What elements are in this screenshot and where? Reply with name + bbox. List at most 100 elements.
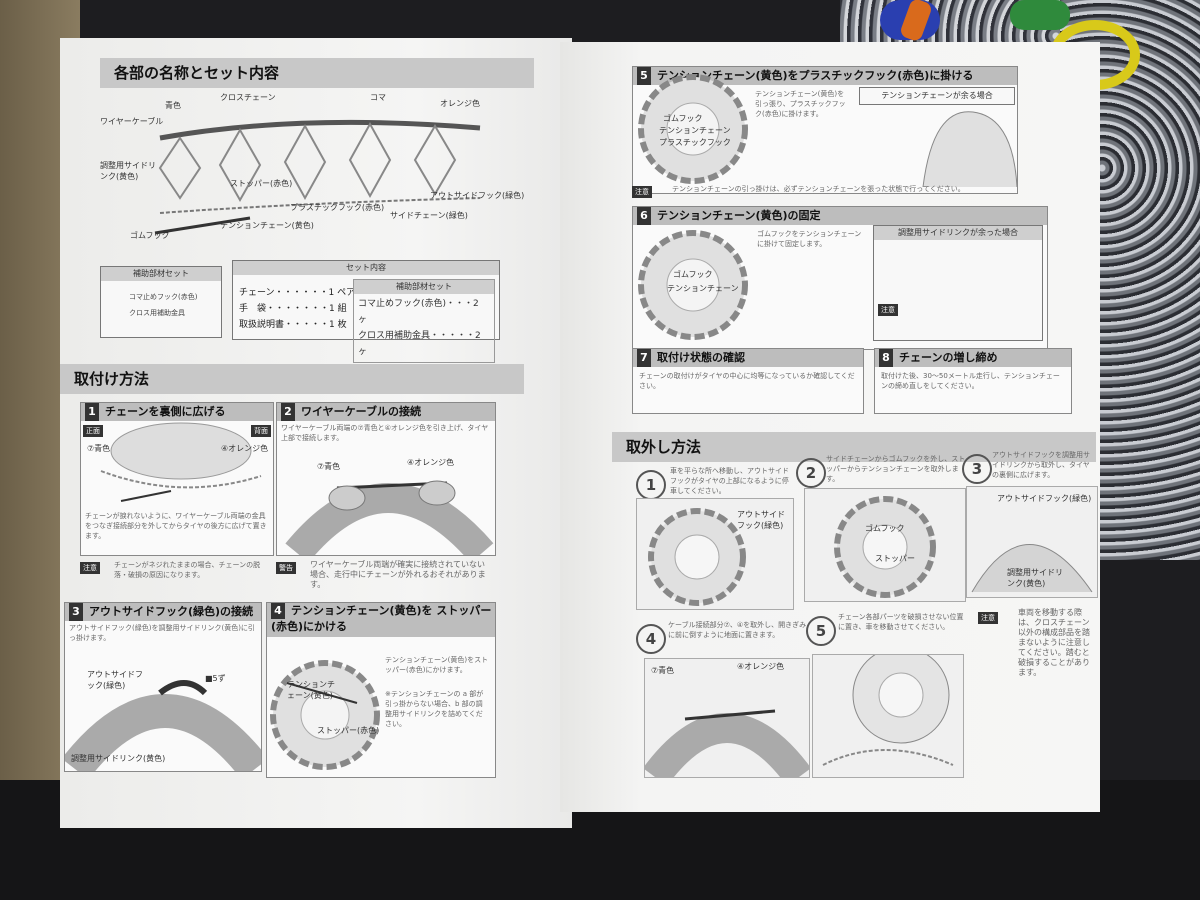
aux-set-box: 補助部材セット コマ止めフック(赤色) クロス用補助金具 [100, 266, 222, 338]
step-2-orange: ④オレンジ色 [407, 458, 455, 467]
step-1-text: チェーンが捩れないように、ワイヤーケーブル両端の金具をつなぎ接続部分を外してから… [85, 512, 267, 540]
label-adjust: 調整用サイドリンク(黄色) [100, 161, 156, 181]
step-5-text: テンションチェーン(黄色)を引っ張り、プラスチックフック(赤色)に掛けます。 [755, 90, 846, 118]
sub-set-row: クロス用補助金具・・・・・2 ヶ [358, 331, 481, 357]
warning-icon: 注意 [632, 186, 652, 198]
remove-step-5-number: 5 [806, 616, 836, 646]
sub-set-row: コマ止めフック(赤色)・・・2 ヶ [358, 299, 479, 325]
remove-step-2-number: 2 [796, 458, 826, 488]
label-rubber-hook: ゴムフック [130, 231, 170, 240]
step-5-tc: テンションチェーン [659, 126, 731, 135]
step-2-title: ワイヤーケーブルの接続 [301, 405, 422, 418]
label-wire: ワイヤーケーブル [100, 117, 164, 126]
remove-step-4-orange: ④オレンジ色 [737, 662, 785, 671]
remove-step-4-text: ケーブル接続部分⑦、④を取外し、開きぎみに前に倒すように地面に置きます。 [668, 621, 807, 639]
label-side-chain: サイドチェーン(緑色) [390, 211, 468, 220]
set-row: 手 袋・・・・・・・1 組 [239, 304, 347, 314]
remove-step-2-stopper: ストッパー [875, 554, 915, 563]
remove-step-3-hook: アウトサイドフック(緑色) [997, 494, 1092, 503]
step-3-adjust: 調整用サイドリンク(黄色) [71, 754, 166, 763]
warning-2: 警告 ワイヤーケーブル両端が確実に接続されていない場合、走行中にチェーンが外れる… [276, 560, 494, 594]
remove-step-2-illustration: ゴムフック ストッパー [804, 488, 966, 602]
step-4-text: テンションチェーン(黄色)をストッパー(赤色)にかけます。 [385, 656, 489, 674]
label-koma: コマ [370, 93, 386, 102]
label-stopper: ストッパー(赤色) [230, 179, 293, 188]
step-1-title: チェーンを裏側に広げる [105, 405, 226, 418]
warning-icon: 注意 [80, 562, 100, 574]
install-section-title: 取付け方法 [60, 364, 524, 394]
remove-step-1-text: 車を平らな所へ移動し、アウトサイドフックがタイヤの上部になるように停車してくださ… [670, 467, 789, 495]
remove-step-4-blue: ⑦青色 [651, 666, 675, 675]
step-4-tc: テンションチェーン(黄色) [287, 680, 335, 700]
set-row: 取扱説明書・・・・・1 枚 [239, 320, 347, 330]
step-1-orange: ④オレンジ色 [221, 444, 269, 453]
manual-right-page: 5 テンションチェーン(黄色)をプラスチックフック(赤色)に掛ける ゴムフック テ… [560, 42, 1100, 812]
warning-3-text: テンションチェーンの引っ掛けは、必ずテンションチェーンを張った状態で行ってくださ… [672, 185, 965, 193]
step-4-note: ※テンションチェーンの a 部が引っ掛からない場合、b 部の調整用サイドリンクを… [385, 690, 484, 728]
parts-section-title: 各部の名称とセット内容 [100, 58, 534, 88]
step-5-plastic: プラスチックフック [659, 138, 731, 147]
step-5-rubber: ゴムフック [663, 114, 703, 123]
aux-set-title: 補助部材セット [101, 267, 221, 281]
label-crosschain: クロスチェーン [220, 93, 276, 102]
remove-step-3-text: アウトサイドフックを調整用サイドリンクから取外し、タイヤの裏側に広げます。 [992, 451, 1090, 479]
remove-step-2-text: サイドチェーンからゴムフックを外し、ストッパーからテンションチェーンを取外します… [826, 455, 966, 483]
step-2-text: ワイヤーケーブル両端の⑦青色と④オレンジ色を引き上げ、タイヤ上部で接続します。 [281, 424, 489, 442]
step-3-title: アウトサイドフック(緑色)の接続 [89, 605, 254, 618]
warning-2-text: ワイヤーケーブル両端が確実に接続されていない場合、走行中にチェーンが外れるおそれ… [310, 560, 486, 589]
remove-step-1-illustration: アウトサイドフック(緑色) [636, 498, 794, 610]
warning-3: 注意 テンションチェーンの引っ掛けは、必ずテンションチェーンを張った状態で行って… [632, 184, 1016, 202]
warning-4: 注意 車両を移動する際は、クロスチェーン以外の構成部品を踏まないように注意してく… [978, 608, 1096, 688]
label-blue: 青色 [165, 101, 181, 110]
remove-step-3-illustration: アウトサイドフック(緑色) 調整用サイドリンク(黄色) [966, 486, 1098, 598]
remove-step-4-illustration: ⑦青色 ④オレンジ色 [644, 658, 810, 778]
set-row: チェーン・・・・・・1 ペア [239, 288, 356, 298]
label-plastic-hook: プラスチックフック(赤色) [290, 203, 385, 212]
set-contents-title: セット内容 [233, 261, 499, 275]
remove-step-4-number: 4 [636, 624, 666, 654]
sub-set-title: 補助部材セット [354, 280, 494, 294]
remove-section-title: 取外し方法 [612, 432, 1096, 462]
step-6-rubber: ゴムフック [673, 270, 713, 279]
step-3-text: アウトサイドフック(緑色)を調整用サイドリンク(黄色)に引っ掛けます。 [69, 624, 255, 642]
step-8-title: チェーンの増し締め [899, 351, 998, 364]
warning-4-text: 車両を移動する際は、クロスチェーン以外の構成部品を踏まないように注意してください… [1018, 608, 1090, 677]
back-tag: 背面 [251, 425, 271, 437]
aux-item: クロス用補助金具 [129, 309, 185, 317]
remove-step-2-rubber: ゴムフック [865, 524, 905, 533]
step-6-tc: テンションチェーン [667, 284, 739, 293]
warning-1-text: チェーンがネジれたままの場合、チェーンの脱落・破損の原因になります。 [114, 561, 261, 579]
aux-item: コマ止めフック(赤色) [129, 293, 198, 301]
manual-left-page: 各部の名称とセット内容 青色 クロスチェーン ワイヤーケーブル コマ オレンジ色… [60, 38, 572, 828]
step-5-note-title: テンションチェーンが余る場合 [859, 87, 1015, 105]
remove-step-1-label: アウトサイドフック(緑色) [737, 510, 785, 530]
step-4-title: テンションチェーン(黄色)を ストッパー(赤色)にかける [271, 604, 492, 633]
step-5-title: テンションチェーン(黄色)をプラスチックフック(赤色)に掛ける [657, 69, 974, 82]
label-orange: オレンジ色 [440, 99, 480, 108]
step-1-blue: ⑦青色 [87, 444, 111, 453]
step-3-hook: アウトサイドフック(緑色) [87, 670, 143, 690]
label-outside-hook: アウトサイドフック(緑色) [430, 191, 525, 200]
chain-parts-diagram: 青色 クロスチェーン ワイヤーケーブル コマ オレンジ色 調整用サイドリンク(黄… [100, 93, 530, 248]
step-6-title: テンションチェーン(黄色)の固定 [657, 209, 821, 222]
remove-step-1-number: 1 [636, 470, 666, 500]
green-object [1010, 0, 1070, 30]
step-4-stopper: ストッパー(赤色) [317, 726, 380, 735]
warning-icon: 警告 [276, 562, 296, 574]
step-6-note-box: 調整用サイドリンクが余った場合 注意 [873, 225, 1043, 341]
warning-icon: 注意 [878, 304, 898, 316]
step-7-text: チェーンの取付けがタイヤの中心に均等になっているか確認してください。 [639, 372, 855, 390]
remove-step-3-adjust: 調整用サイドリンク(黄色) [1007, 568, 1063, 588]
step-8-text: 取付けた後、30〜50メートル走行し、テンションチェーンの締め直しをしてください… [881, 372, 1060, 390]
remove-step-5-text: チェーン各部パーツを破損させない位置に置き、車を移動させてください。 [838, 613, 964, 631]
step-7-title: 取付け状態の確認 [657, 351, 745, 364]
remove-step-5-illustration [812, 654, 964, 778]
